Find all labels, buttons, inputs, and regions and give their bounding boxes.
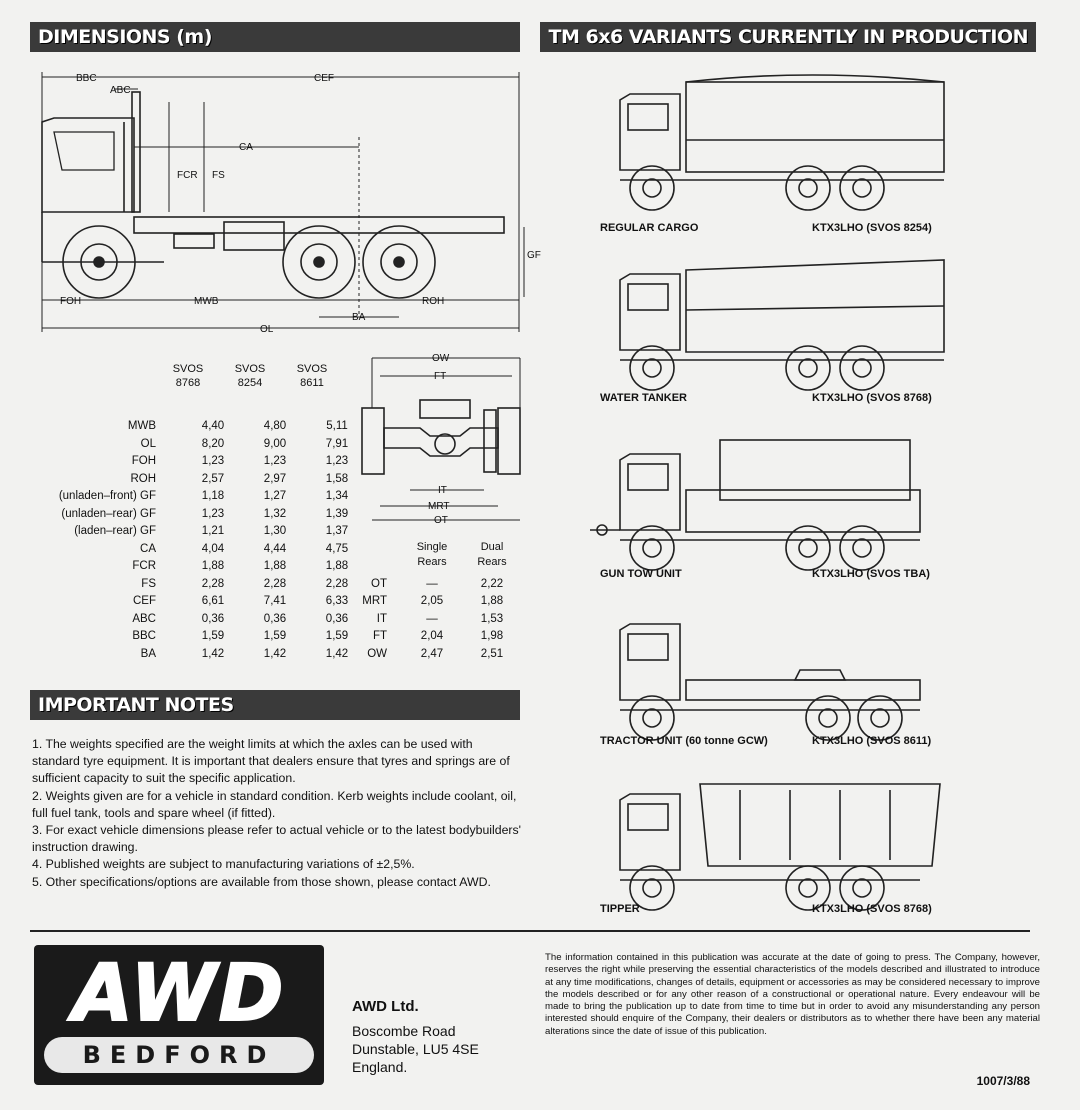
tipper-illustration bbox=[619, 783, 941, 911]
tractor-unit-illustration bbox=[619, 623, 921, 741]
dim-label-foh: FOH bbox=[60, 296, 81, 307]
disclaimer-text: The information contained in this public… bbox=[545, 952, 1040, 1037]
dimensions-heading: DIMENSIONS (m) bbox=[30, 22, 520, 52]
variant-code: KTX3LHO (SVOS TBA) bbox=[812, 568, 930, 580]
document-reference: 1007/3/88 bbox=[976, 1074, 1030, 1088]
variant-code: KTX3LHO (SVOS 8768) bbox=[812, 903, 932, 915]
dim-label-ca: CA bbox=[239, 142, 253, 153]
rear-label-ft: FT bbox=[434, 371, 446, 382]
note-item: 2. Weights given are for a vehicle in st… bbox=[32, 788, 517, 820]
variant-name: TRACTOR UNIT (60 tonne GCW) bbox=[600, 735, 768, 747]
note-item: 4. Published weights are subject to manu… bbox=[32, 857, 415, 872]
note-item: 5. Other specifications/options are avai… bbox=[32, 874, 491, 889]
dim-label-fs: FS bbox=[212, 170, 225, 181]
variant-name: TIPPER bbox=[600, 903, 640, 915]
variant-code: KTX3LHO (SVOS 8768) bbox=[812, 392, 932, 404]
footer-divider bbox=[30, 930, 1030, 932]
variant-code: KTX3LHO (SVOS 8254) bbox=[812, 222, 932, 234]
dim-label-gf: GF bbox=[527, 250, 541, 261]
note-item: 1. The weights specified are the weight … bbox=[32, 737, 510, 786]
rear-label-mrt: MRT bbox=[428, 501, 449, 512]
notes-heading: IMPORTANT NOTES bbox=[30, 690, 520, 720]
variant-code: KTX3LHO (SVOS 8611) bbox=[812, 735, 932, 747]
variants-heading: TM 6x6 VARIANTS CURRENTLY IN PRODUCTION bbox=[540, 22, 1036, 52]
side-elevation-drawing: BBC CEF ABC CA FCR FS GF FOH MWB ROH BA … bbox=[41, 72, 541, 335]
rear-label-ow: OW bbox=[432, 353, 450, 364]
variant-illustrations bbox=[590, 74, 945, 911]
dim-label-fcr: FCR bbox=[177, 170, 198, 181]
variant-name: GUN TOW UNIT bbox=[600, 568, 682, 580]
awd-bedford-logo: AWD BEDFORD bbox=[34, 945, 324, 1085]
regular-cargo-illustration bbox=[619, 74, 945, 211]
rear-label-ot: OT bbox=[434, 515, 448, 526]
rear-view-drawing: OW FT IT MRT OT bbox=[361, 353, 521, 526]
gun-tow-unit-illustration bbox=[590, 439, 921, 571]
water-tanker-illustration bbox=[619, 259, 945, 391]
dim-label-bbc: BBC bbox=[76, 73, 97, 84]
dim-label-roh: ROH bbox=[422, 296, 444, 307]
dim-label-ol: OL bbox=[260, 324, 274, 335]
dim-label-ba: BA bbox=[352, 312, 366, 323]
variant-name: WATER TANKER bbox=[600, 392, 687, 404]
variant-name: REGULAR CARGO bbox=[600, 222, 699, 234]
note-item: 3. For exact vehicle dimensions please r… bbox=[32, 823, 522, 855]
dim-label-cef: CEF bbox=[314, 73, 334, 84]
company-address: AWD Ltd. Boscombe Road Dunstable, LU5 4S… bbox=[352, 998, 479, 1075]
dim-label-mwb: MWB bbox=[194, 296, 219, 307]
dim-label-abc: ABC bbox=[110, 85, 131, 96]
notes-list: 1. The weights specified are the weight … bbox=[32, 736, 522, 891]
rear-label-it: IT bbox=[438, 485, 447, 496]
